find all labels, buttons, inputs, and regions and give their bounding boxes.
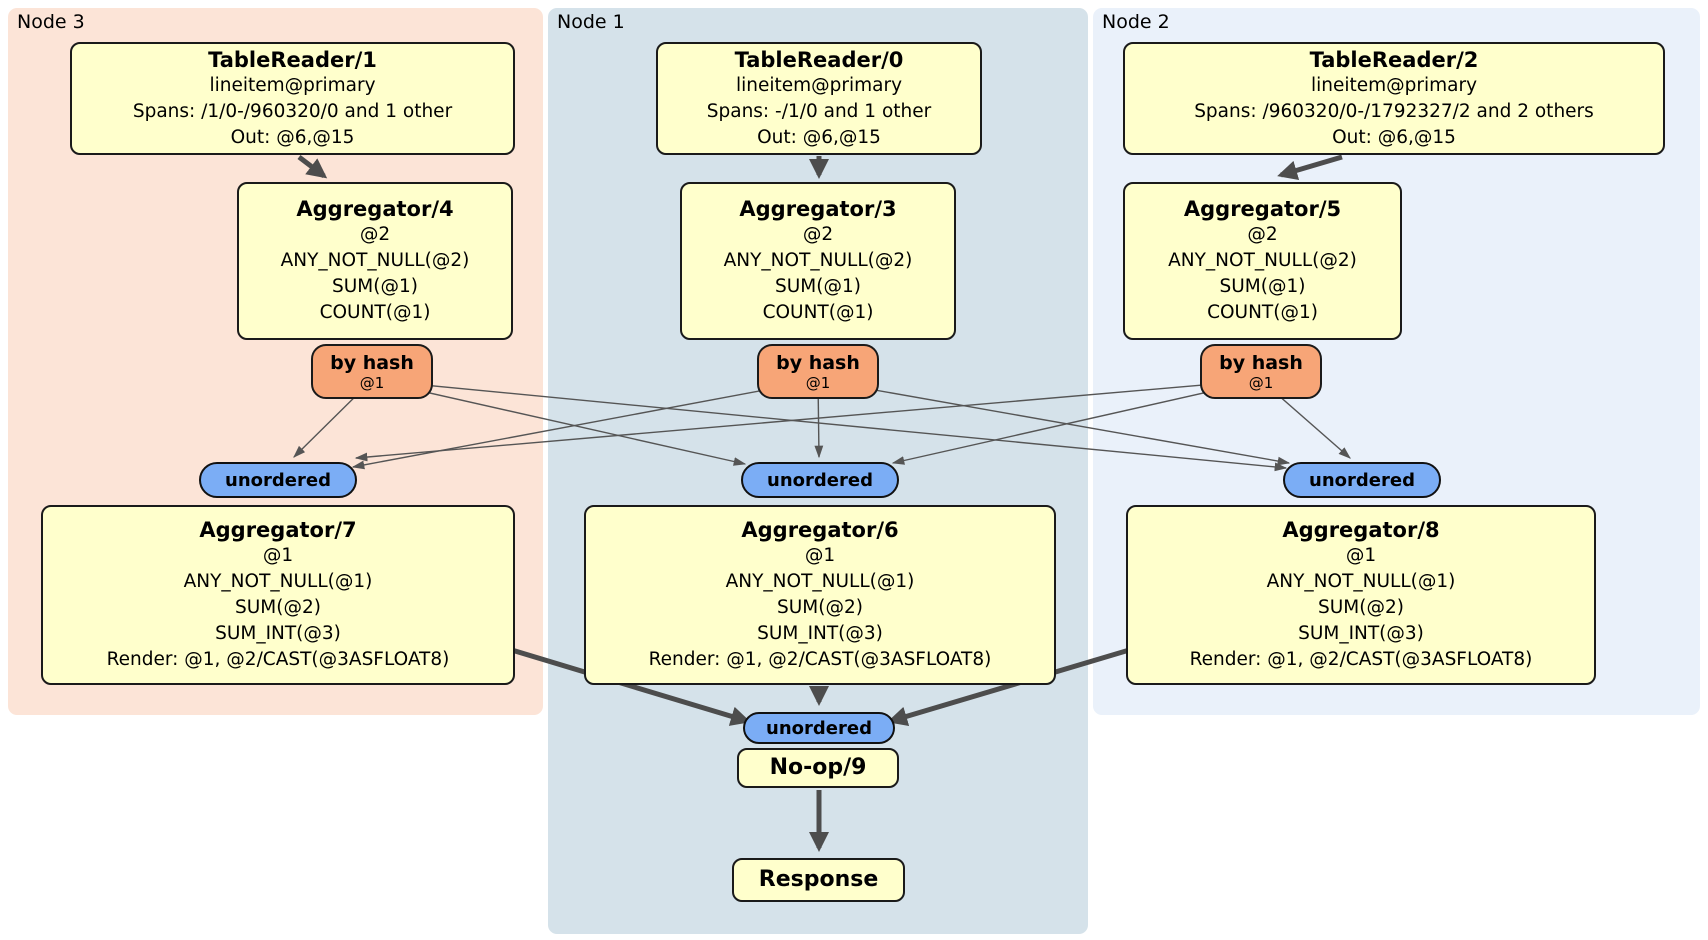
processor-detail-line: COUNT(@1) <box>762 302 874 323</box>
sync-unordered-7: unordered <box>199 462 357 498</box>
router-detail: @1 <box>359 373 385 392</box>
router-by-hash-4: by hash @1 <box>311 344 433 399</box>
processor-detail-line: lineitem@primary <box>209 74 376 96</box>
processor-title: Aggregator/4 <box>296 197 454 221</box>
edge-router3-sync8 <box>817 379 1291 466</box>
processor-detail-line: Render: @1, @2/CAST(@3ASFLOAT8) <box>648 649 992 670</box>
router-by-hash-5: by hash @1 <box>1200 344 1322 399</box>
processor-detail-line: Render: @1, @2/CAST(@3ASFLOAT8) <box>106 649 450 670</box>
processor-detail-line: SUM(@2) <box>777 597 863 618</box>
processor-detail-line: SUM(@2) <box>235 597 321 618</box>
processor-aggregator-5: Aggregator/5 @2 ANY_NOT_NULL(@2) SUM(@1)… <box>1123 182 1402 340</box>
processor-aggregator-4: Aggregator/4 @2 ANY_NOT_NULL(@2) SUM(@1)… <box>237 182 513 340</box>
processor-response: Response <box>732 858 905 902</box>
processor-title: Aggregator/3 <box>739 197 897 221</box>
processor-detail-line: Spans: -/1/0 and 1 other <box>706 100 932 122</box>
processor-detail-line: @2 <box>1247 224 1278 245</box>
processor-detail-line: SUM_INT(@3) <box>757 623 883 644</box>
sync-unordered-final: unordered <box>743 712 895 744</box>
edge-router5-sync7 <box>354 379 1262 462</box>
edge-router3-sync7 <box>351 379 819 470</box>
region-label-node1: Node 1 <box>557 11 625 33</box>
processor-detail-line: COUNT(@1) <box>1207 302 1318 323</box>
processor-detail-line: COUNT(@1) <box>319 302 431 323</box>
edge-router5-sync6 <box>891 379 1262 465</box>
edge-tablereader1-aggregator4 <box>297 155 328 179</box>
processor-title: TableReader/1 <box>208 47 377 72</box>
processor-title: Aggregator/5 <box>1183 197 1342 221</box>
edge-tablereader2-aggregator5 <box>1277 154 1343 181</box>
processor-detail-line: Spans: /1/0-/960320/0 and 1 other <box>132 100 453 122</box>
processor-detail-line: @1 <box>1345 545 1377 566</box>
processor-detail-line: SUM(@1) <box>1219 276 1306 297</box>
processor-detail-line: SUM_INT(@3) <box>1298 623 1424 644</box>
processor-detail-line: SUM(@2) <box>1318 597 1404 618</box>
processor-detail-line: ANY_NOT_NULL(@1) <box>1266 571 1456 592</box>
router-by-hash-3: by hash @1 <box>757 344 879 399</box>
processor-detail-line: SUM(@1) <box>775 276 861 297</box>
processor-detail-line: ANY_NOT_NULL(@1) <box>183 571 373 592</box>
processor-detail-line: @2 <box>802 224 834 245</box>
processor-aggregator-8: Aggregator/8 @1 ANY_NOT_NULL(@1) SUM(@2)… <box>1126 505 1596 685</box>
processor-aggregator-6: Aggregator/6 @1 ANY_NOT_NULL(@1) SUM(@2)… <box>584 505 1056 685</box>
processor-detail-line: ANY_NOT_NULL(@1) <box>725 571 915 592</box>
sync-unordered-6: unordered <box>741 462 899 498</box>
router-label: by hash <box>1219 351 1303 374</box>
processor-detail-line: @2 <box>359 224 391 245</box>
router-label: by hash <box>330 351 414 374</box>
processor-title: TableReader/2 <box>1309 47 1479 72</box>
processor-detail-line: SUM(@1) <box>332 276 418 297</box>
region-label-node2: Node 2 <box>1102 11 1170 33</box>
processor-noop-9: No-op/9 <box>737 748 899 788</box>
processor-aggregator-7: Aggregator/7 @1 ANY_NOT_NULL(@1) SUM(@2)… <box>41 505 515 685</box>
router-label: by hash <box>776 351 860 374</box>
processor-detail-line: SUM_INT(@3) <box>215 623 341 644</box>
processor-detail-line: Out: @6,@15 <box>1332 126 1456 148</box>
processor-title: No-op/9 <box>769 755 867 780</box>
processor-detail-line: ANY_NOT_NULL(@2) <box>1168 250 1357 271</box>
edge-router4-sync6 <box>371 379 747 466</box>
edge-router4-sync8 <box>371 379 1288 472</box>
processor-detail-line: ANY_NOT_NULL(@2) <box>280 250 470 271</box>
processor-detail-line: Spans: /960320/0-/1792327/2 and 2 others <box>1194 100 1594 122</box>
sync-unordered-8: unordered <box>1283 462 1441 498</box>
processor-tablereader-0: TableReader/0 lineitem@primary Spans: -/… <box>656 42 982 155</box>
processor-title: Aggregator/8 <box>1282 518 1440 542</box>
router-detail: @1 <box>1248 373 1274 392</box>
processor-detail-line: @1 <box>804 545 836 566</box>
processor-title: Aggregator/6 <box>741 518 899 542</box>
processor-detail-line: @1 <box>262 545 294 566</box>
processor-detail-line: lineitem@primary <box>1310 74 1478 96</box>
processor-title: TableReader/0 <box>734 47 904 72</box>
processor-title: Response <box>758 867 879 892</box>
router-detail: @1 <box>805 373 831 392</box>
processor-title: Aggregator/7 <box>199 518 357 542</box>
processor-tablereader-2: TableReader/2 lineitem@primary Spans: /9… <box>1123 42 1665 155</box>
processor-detail-line: ANY_NOT_NULL(@2) <box>723 250 913 271</box>
processor-detail-line: lineitem@primary <box>735 74 903 96</box>
processor-aggregator-3: Aggregator/3 @2 ANY_NOT_NULL(@2) SUM(@1)… <box>680 182 956 340</box>
processor-detail-line: Out: @6,@15 <box>230 126 355 148</box>
processor-detail-line: Render: @1, @2/CAST(@3ASFLOAT8) <box>1189 649 1533 670</box>
region-label-node3: Node 3 <box>17 11 85 33</box>
processor-detail-line: Out: @6,@15 <box>757 126 881 148</box>
processor-tablereader-1: TableReader/1 lineitem@primary Spans: /1… <box>70 42 515 155</box>
